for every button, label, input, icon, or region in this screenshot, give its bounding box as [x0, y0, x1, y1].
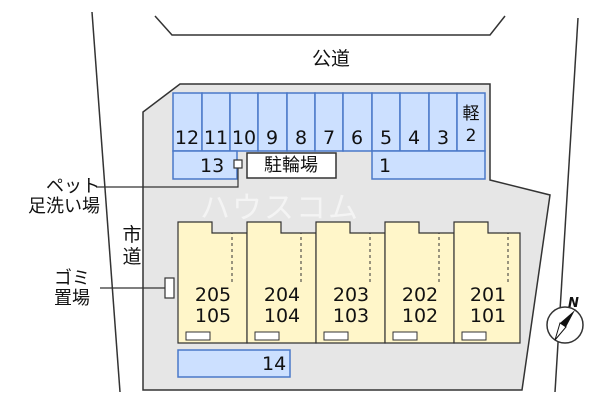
- bicycle-parking-label: 駐輪場: [264, 155, 318, 176]
- parking-number: 7: [322, 127, 336, 149]
- unit-lower: 105: [194, 305, 232, 327]
- parking-number: 10: [231, 127, 257, 149]
- watermark: ハウスコム: [200, 191, 360, 226]
- bicycle-parking-box: [246, 152, 337, 179]
- parking-space-2-kei: [456, 92, 486, 152]
- parking-space-8: [286, 92, 316, 152]
- road-edge-top: [154, 15, 506, 36]
- parking-number: 8: [294, 127, 308, 149]
- garbage-label: ゴミ 置場: [54, 268, 90, 309]
- parking-number: 4: [407, 127, 421, 149]
- unit-upper: 205: [194, 284, 232, 306]
- parking-space-6: [342, 92, 373, 152]
- road-edge-left: [91, 11, 121, 393]
- left-road-label: 市道: [122, 224, 142, 268]
- garbage-marker: [164, 277, 175, 299]
- parking-number: 12: [174, 127, 200, 149]
- parking-number: 5: [379, 127, 393, 149]
- parking-number: 2: [465, 126, 477, 146]
- parking-space-5: [371, 92, 401, 152]
- parking-number: 13: [200, 155, 225, 177]
- pet-foot-wash-label: ペット 足洗い場: [28, 176, 100, 217]
- light-vehicle-label: 軽: [462, 104, 480, 124]
- pet-foot-wash-leader: [96, 168, 239, 188]
- parking-space-3: [428, 92, 458, 152]
- parking-space-7: [314, 92, 344, 152]
- unit-upper: 203: [332, 284, 370, 306]
- parking-number: 14: [262, 353, 287, 375]
- parking-space-1: [371, 150, 486, 180]
- parking-number: 3: [436, 127, 450, 149]
- compass-icon: [546, 306, 584, 344]
- unit-lower: 103: [332, 305, 370, 327]
- parking-number: 1: [379, 155, 392, 177]
- top-road-label: 公道: [312, 48, 351, 70]
- unit-upper: 204: [263, 284, 301, 306]
- parking-top-row: [172, 92, 486, 152]
- unit-upper: 201: [469, 284, 507, 306]
- building-201-101: [453, 221, 521, 344]
- unit-lower: 102: [401, 305, 439, 327]
- parking-number: 6: [350, 127, 364, 149]
- unit-lower: 104: [263, 305, 301, 327]
- parking-space-10: [229, 92, 259, 152]
- parking-space-9: [257, 92, 288, 152]
- parking-space-14: [177, 349, 291, 378]
- pet-foot-wash-marker: [233, 159, 243, 169]
- unit-lower: 101: [469, 305, 507, 327]
- unit-upper: 202: [401, 284, 439, 306]
- parking-space-13: [172, 150, 238, 180]
- parking-number: 9: [265, 127, 279, 149]
- compass-north-label: N: [568, 296, 579, 311]
- parking-number: 11: [203, 127, 229, 149]
